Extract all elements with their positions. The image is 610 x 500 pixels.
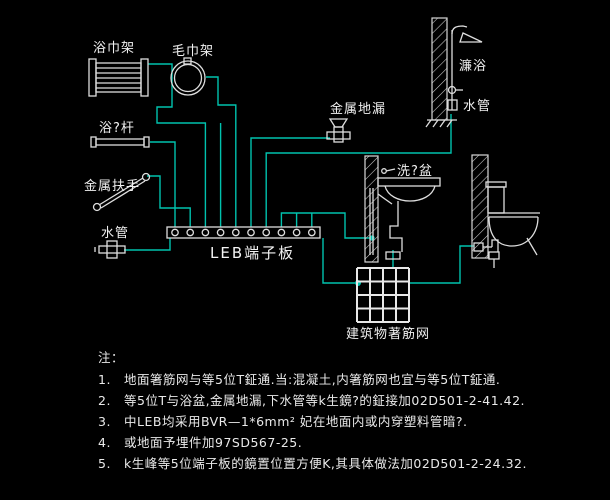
note-number: 2. <box>98 393 111 408</box>
shower-wall <box>431 17 448 121</box>
notes-block: 注： 1. 地面箸筋网与等5位T鉦通.当:混凝土,内箸筋网也宜与等5位T鉦通. … <box>98 347 603 474</box>
note-line: 5. k生峰等5位端子板的鏡置位置方便K,其具体做法加02D501-2-24.3… <box>98 453 603 474</box>
towel-rack <box>88 58 149 97</box>
basin-wall <box>364 155 379 263</box>
note-number: 3. <box>98 414 111 429</box>
water-pipe-left-symbol <box>94 240 126 259</box>
note-text: 中LEB均采用BVR—1*6mm² 妃在地面内或内穿塑料管暗?. <box>124 414 468 429</box>
leb-terminal-board <box>166 226 321 239</box>
metal-handrail <box>92 172 151 212</box>
towel-rack-label: 浴巾架 <box>93 41 135 56</box>
note-text: 地面箸筋网与等5位T鉦通.当:混凝土,内箸筋网也宜与等5位T鉦通. <box>124 372 501 387</box>
curtain-rod <box>90 136 150 148</box>
wash-basin <box>369 168 441 260</box>
metal-floor-drain <box>326 118 351 143</box>
note-text: 等5位T与浴盆,金属地漏,下水管等k生鏡?的鉦接加02D501-2-41.42. <box>124 393 526 408</box>
leb-board-label: LEB端子板 <box>210 244 295 262</box>
floor-drain-label: 金属地漏 <box>330 101 386 117</box>
note-number: 5. <box>98 456 111 471</box>
curtain-rod-label: 浴?杆 <box>99 121 135 136</box>
towel-ring-label: 毛巾架 <box>172 44 214 59</box>
water-pipe-left-label: 水管 <box>101 226 129 241</box>
note-text: k生峰等5位端子板的鏡置位置方便K,其具体做法加02D501-2-24.32. <box>124 456 527 471</box>
note-line: 4. 或地面予埋件加97SD567-25. <box>98 432 603 453</box>
notes-title: 注： <box>98 350 125 365</box>
towel-ring <box>170 57 206 96</box>
note-line: 3. 中LEB均采用BVR—1*6mm² 妃在地面内或内穿塑料管暗?. <box>98 411 603 432</box>
walls <box>364 17 489 263</box>
note-number: 1. <box>98 372 111 387</box>
wash-basin-label: 洗?盆 <box>397 164 433 179</box>
note-text: 或地面予埋件加97SD567-25. <box>124 435 303 450</box>
rebar-mesh-label: 建筑物著筋网 <box>346 326 430 342</box>
note-line: 2. 等5位T与浴盆,金属地漏,下水管等k生鏡?的鉦接加02D501-2-41.… <box>98 390 603 411</box>
water-pipe-right-label: 水管 <box>463 99 491 114</box>
shower <box>447 25 483 111</box>
toilet <box>473 181 540 268</box>
shower-label: 濂浴 <box>459 59 487 74</box>
metal-handrail-label: 金属扶手 <box>84 178 140 194</box>
note-number: 4. <box>98 435 111 450</box>
bond-conductors <box>124 63 474 286</box>
note-line: 1. 地面箸筋网与等5位T鉦通.当:混凝土,内箸筋网也宜与等5位T鉦通. <box>98 369 603 390</box>
building-rebar-mesh <box>356 267 410 323</box>
